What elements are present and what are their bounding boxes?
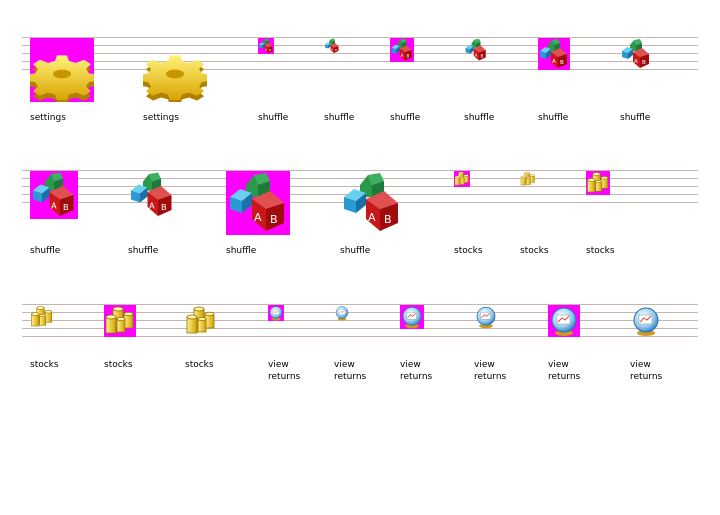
guide-line [22,336,698,337]
svg-text:B: B [161,202,167,212]
icon-label: settings [30,113,66,123]
gear-icon [30,38,94,102]
svg-text:A: A [254,211,262,224]
svg-text:A: A [331,48,333,52]
crystal-ball-chart-icon [400,305,424,329]
crystal-ball-chart-icon [474,305,498,329]
icon-label: view returns [334,360,367,382]
guide-line [22,61,698,62]
svg-text:A: A [401,53,404,58]
icon-label: stocks [30,360,59,370]
svg-text:A: A [634,59,638,65]
crystal-ball-chart-icon [334,305,350,321]
coin-stacks-icon [454,171,470,187]
icon-label: shuffle [30,246,61,256]
guide-line [22,304,698,305]
icon-label: stocks [185,360,214,370]
svg-text:B: B [270,213,278,226]
svg-text:B: B [560,60,564,66]
svg-text:A: A [265,48,267,52]
gear-icon [143,38,207,102]
icon-label: shuffle [226,246,257,256]
svg-text:B: B [642,60,646,66]
icon-label: stocks [520,246,549,256]
coin-stacks-icon [104,305,136,337]
coin-stacks-icon [586,171,610,195]
guide-line [22,37,698,38]
guide-line [22,69,698,70]
icon-label: shuffle [538,113,569,123]
svg-text:A: A [368,211,376,224]
svg-text:A: A [51,201,57,211]
svg-text:A: A [552,59,556,65]
coin-stacks-icon [520,171,536,187]
icon-label: shuffle [390,113,421,123]
icon-label: shuffle [620,113,651,123]
svg-text:B: B [269,48,271,52]
svg-text:B: B [384,213,392,226]
icon-label: shuffle [258,113,289,123]
coin-stacks-icon [30,305,54,329]
svg-text:A: A [149,201,155,211]
icon-label: view returns [474,360,507,382]
crystal-ball-chart-icon [630,305,662,337]
svg-text:B: B [63,202,69,212]
icon-label: shuffle [340,246,371,256]
guide-line [22,45,698,46]
guide-line [22,53,698,54]
crystal-ball-chart-icon [548,305,580,337]
crystal-ball-chart-icon [268,305,284,321]
icon-label: view returns [400,360,433,382]
svg-text:A: A [475,53,478,58]
svg-text:B: B [481,54,484,59]
icon-label: shuffle [324,113,355,123]
svg-text:B: B [407,54,410,59]
icon-label: stocks [104,360,133,370]
icon-label: view returns [630,360,663,382]
guide-line [22,178,698,179]
icon-label: settings [143,113,179,123]
icon-label: shuffle [128,246,159,256]
icon-label: stocks [454,246,483,256]
icon-label: shuffle [464,113,495,123]
guide-line [22,170,698,171]
icon-label: stocks [586,246,615,256]
svg-text:B: B [335,48,337,52]
icon-label: view returns [548,360,581,382]
guide-line [22,312,698,313]
coin-stacks-icon [185,305,217,337]
icon-label: view returns [268,360,301,382]
guide-line [22,328,698,329]
guide-line [22,320,698,321]
